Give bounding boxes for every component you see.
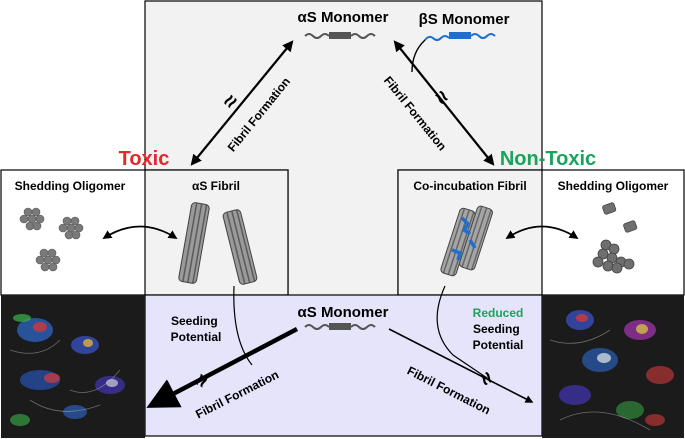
bs-monomer-icon [424, 32, 496, 41]
right-exchange-arrow [505, 225, 579, 239]
left-exchange-arrow [102, 225, 178, 239]
seeding-potential-label: Seeding Potential [171, 314, 222, 344]
bottom-panel [144, 294, 543, 437]
coincubation-fibril-icon [440, 205, 493, 277]
bottom-left-fibril-arrow [146, 327, 299, 408]
oligomer-cluster-left [19, 207, 84, 272]
right-fibril-arrow [393, 40, 495, 166]
left-fibril-arrow [190, 40, 294, 166]
reduced-seeding-potential-label: Seeding Potential [473, 322, 524, 352]
toxic-label: Toxic [119, 148, 170, 170]
as-monomer-label-bottom: αS Monomer [298, 304, 389, 321]
bottom-right-fibril-arrow [388, 328, 534, 403]
as-monomer-icon-bottom [304, 323, 376, 330]
as-monomer-label-top: αS Monomer [298, 9, 389, 26]
micrograph-left [1, 295, 145, 438]
shedding-oligomer-left-label: Shedding Oligomer [15, 179, 126, 193]
left-fibril-drop-line [233, 285, 253, 366]
as-monomer-icon-top [304, 32, 376, 39]
micrograph-right [542, 295, 684, 438]
non-toxic-label: Non-Toxic [500, 148, 596, 170]
right-fibril-drop-line [436, 285, 488, 379]
as-fibril-label: αS Fibril [192, 179, 240, 193]
coincubation-fibril-label: Co-incubation Fibril [413, 179, 526, 193]
shedding-oligomer-right-label: Shedding Oligomer [558, 179, 669, 193]
oligomer-cluster-right [592, 202, 638, 274]
reduced-label: Reduced [473, 306, 524, 320]
as-fibril-icon [178, 202, 258, 285]
bs-monomer-label: βS Monomer [419, 11, 510, 28]
